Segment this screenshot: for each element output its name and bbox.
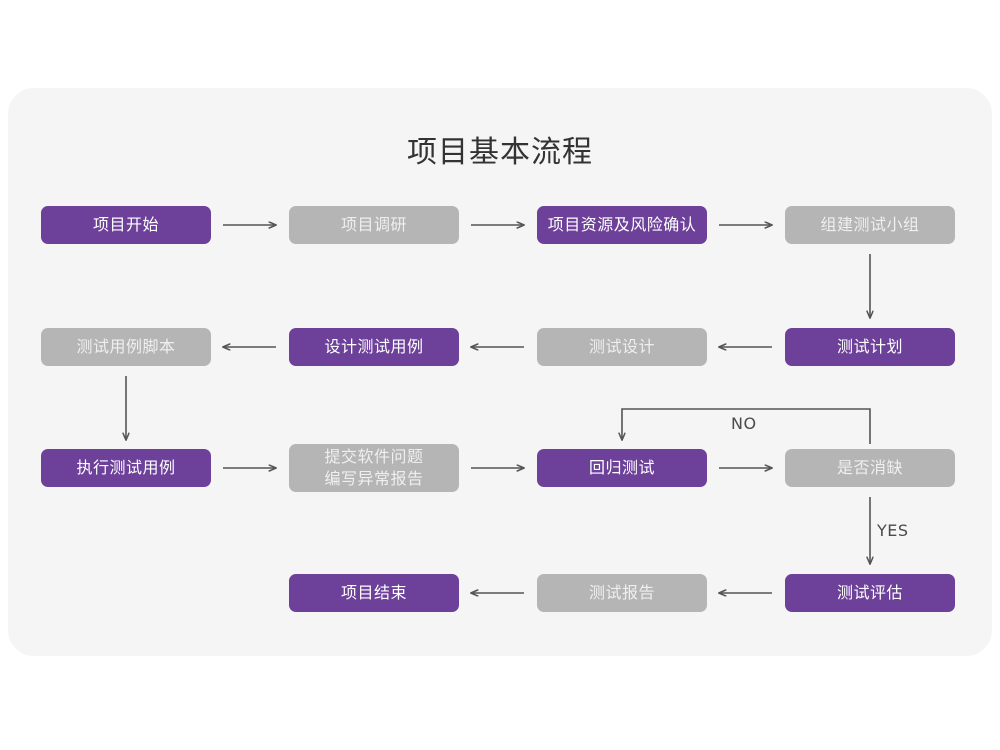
- flow-node-project-start[interactable]: 项目开始: [41, 206, 211, 244]
- flow-node-test-evaluation[interactable]: 测试评估: [785, 574, 955, 612]
- flow-node-project-research[interactable]: 项目调研: [289, 206, 459, 244]
- flow-node-test-plan[interactable]: 测试计划: [785, 328, 955, 366]
- edge-label-no: NO: [731, 414, 757, 433]
- flow-node-test-case-scripts[interactable]: 测试用例脚本: [41, 328, 211, 366]
- page-title: 项目基本流程: [407, 135, 593, 170]
- content-panel: [8, 88, 992, 656]
- flow-node-test-design[interactable]: 测试设计: [537, 328, 707, 366]
- flow-node-submit-defect-report[interactable]: 提交软件问题 编写异常报告: [289, 444, 459, 492]
- flow-node-design-test-cases[interactable]: 设计测试用例: [289, 328, 459, 366]
- flow-node-execute-test-cases[interactable]: 执行测试用例: [41, 449, 211, 487]
- flow-node-regression-test[interactable]: 回归测试: [537, 449, 707, 487]
- flow-node-project-end[interactable]: 项目结束: [289, 574, 459, 612]
- flow-node-test-report[interactable]: 测试报告: [537, 574, 707, 612]
- flow-node-defect-resolved-decision[interactable]: 是否消缺: [785, 449, 955, 487]
- edge-label-yes: YES: [877, 521, 909, 540]
- flow-node-resource-risk-confirm[interactable]: 项目资源及风险确认: [537, 206, 707, 244]
- flow-node-build-test-team[interactable]: 组建测试小组: [785, 206, 955, 244]
